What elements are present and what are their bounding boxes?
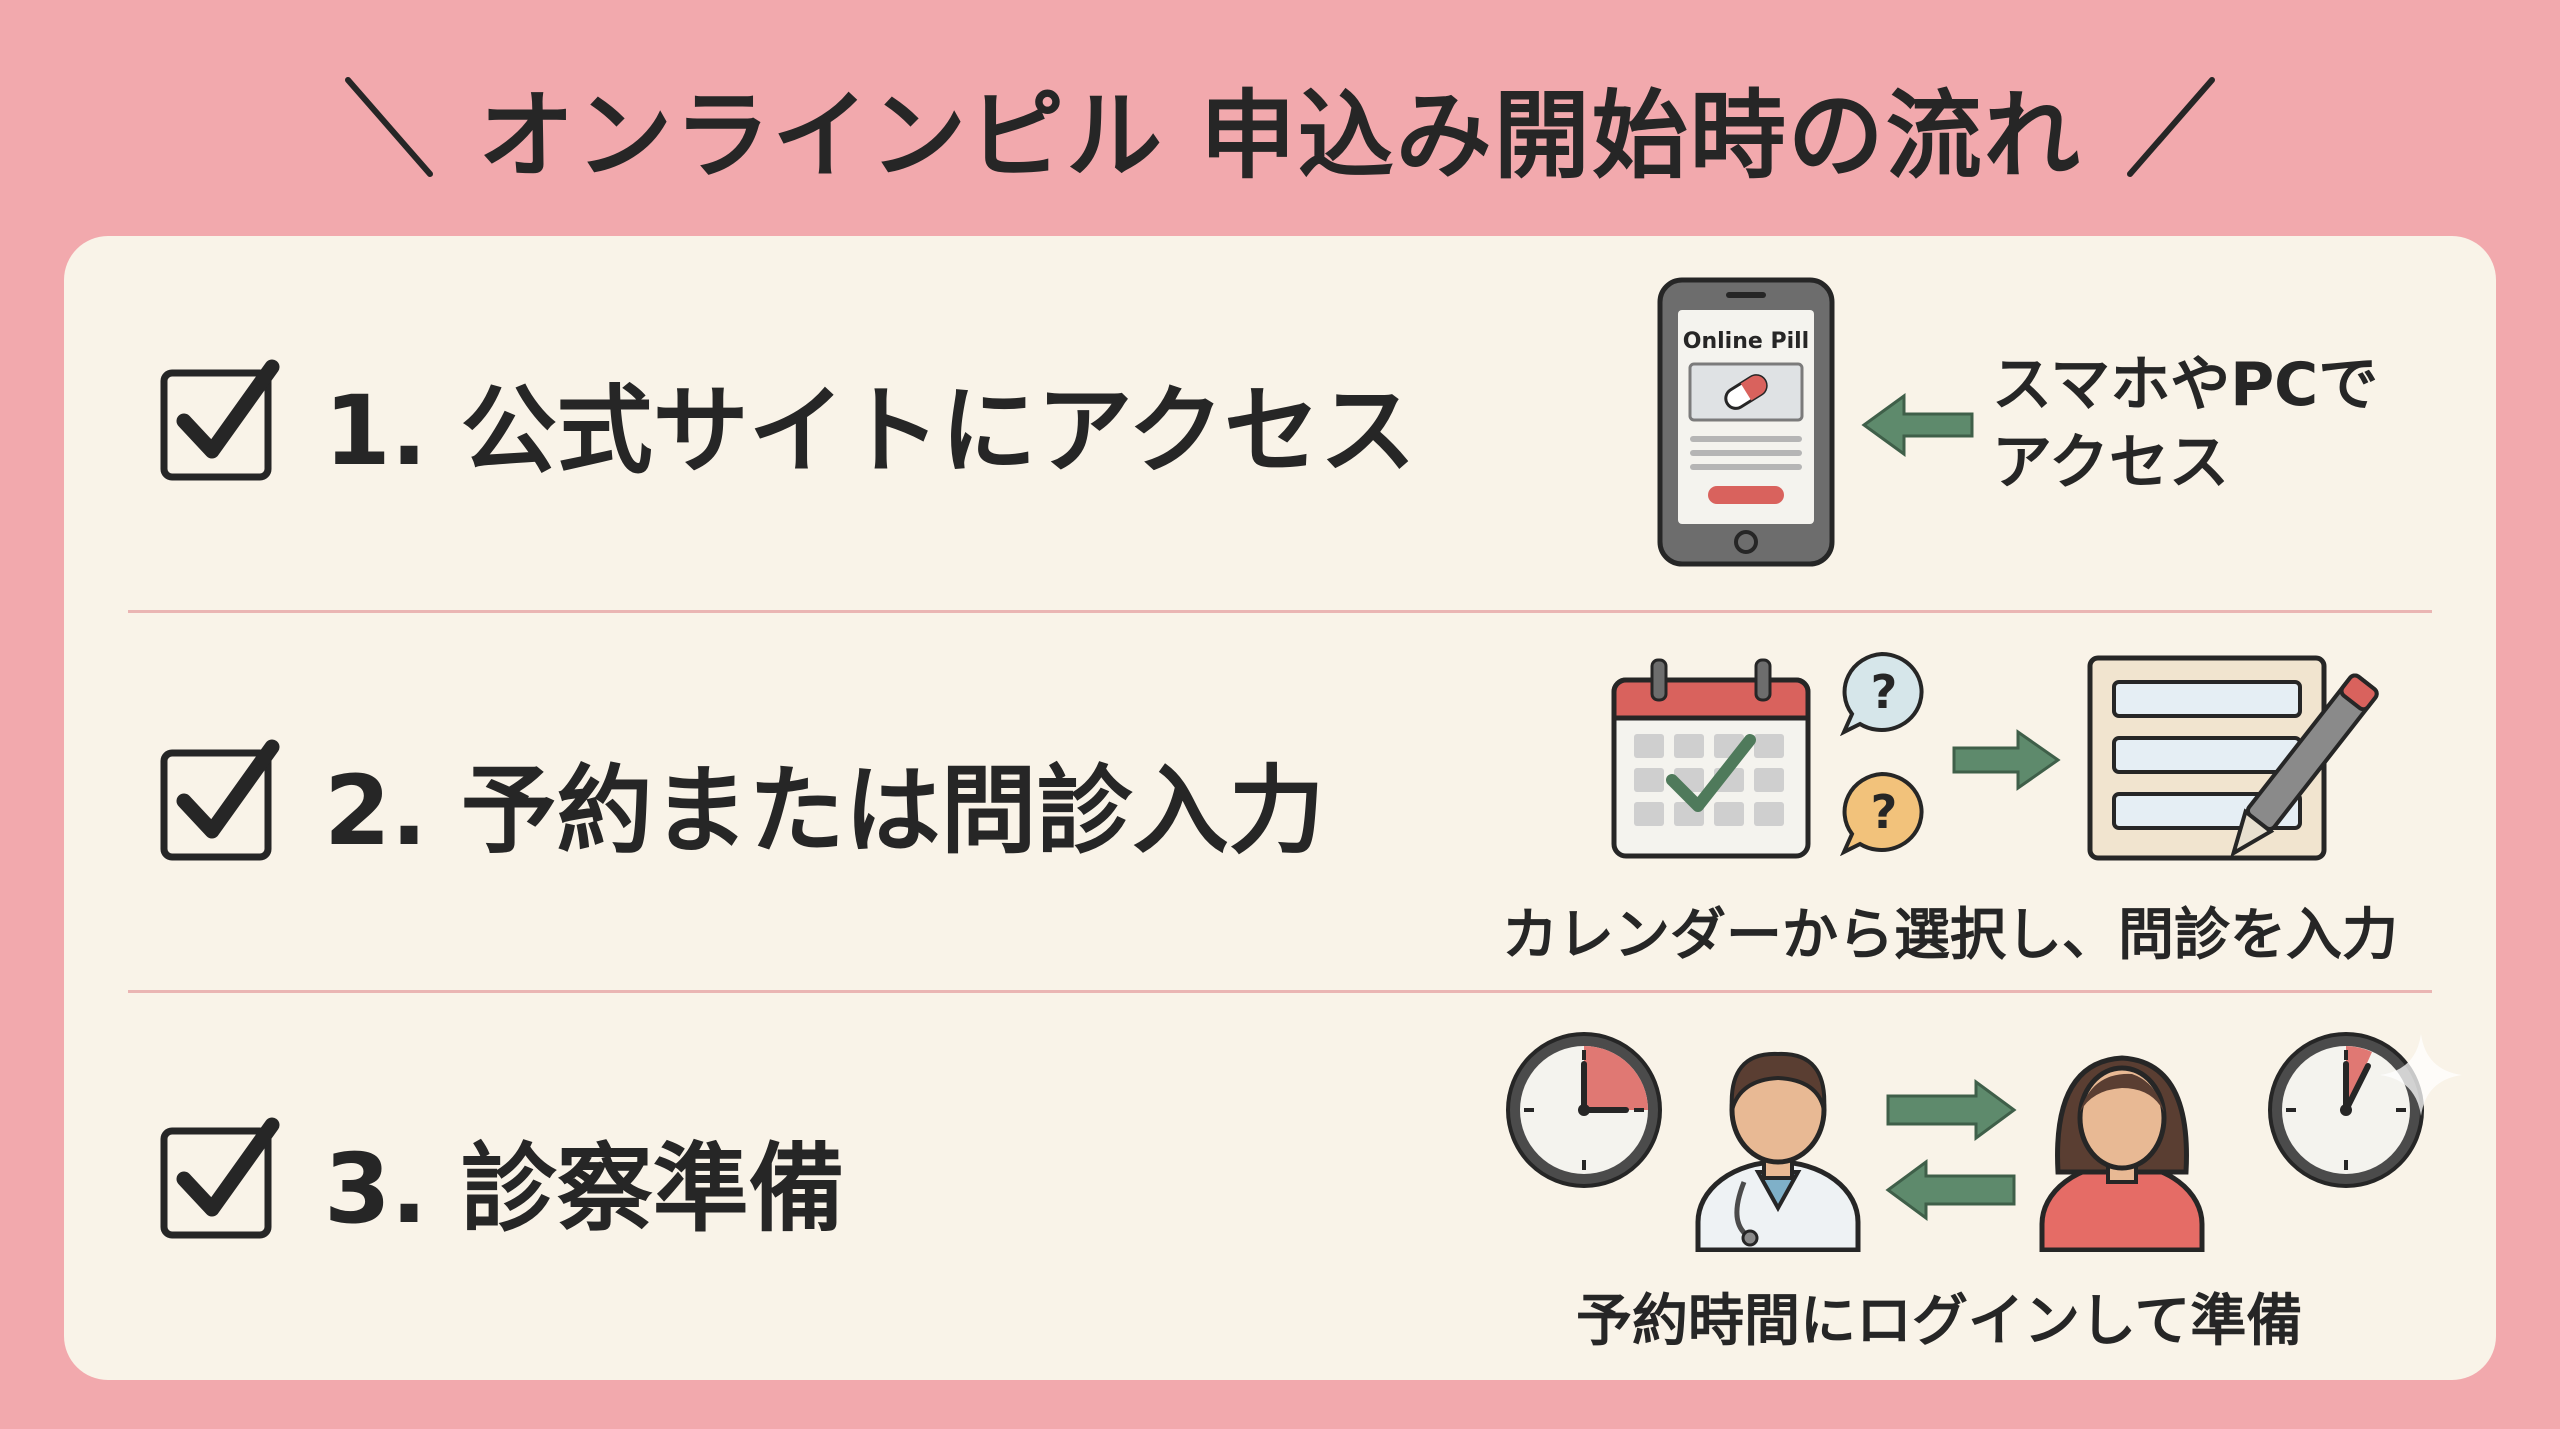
step-2-label: 2. 予約または問診入力 (324, 754, 1325, 867)
step-2: 2. 予約または問診入力 (154, 732, 1325, 872)
phone-screen-text: Online Pill (1683, 329, 1809, 354)
steps-card: 1. 公式サイトにアクセス Online Pill スマホやPCで アクセス 2… (64, 236, 2496, 1380)
step-3-caption: 予約時間にログインして準備 (1576, 1289, 2303, 1354)
two-way-arrows-icon (1885, 1079, 2017, 1221)
question-bubble-icon: ? (1840, 651, 1924, 736)
patient-icon (2039, 1055, 2205, 1252)
divider (128, 990, 2432, 993)
calendar-icon (1611, 658, 1811, 859)
clock-icon (1506, 1032, 1662, 1188)
page-title: オンラインピル 申込み開始時の流れ (478, 79, 2082, 192)
doctor-icon (1695, 1051, 1861, 1252)
arrow-left-icon (1861, 393, 1974, 457)
divider (128, 610, 2432, 613)
step-1-label: 1. 公式サイトにアクセス (324, 374, 1416, 487)
svg-text:?: ? (1871, 785, 1898, 839)
arrow-right-icon (1952, 729, 2061, 791)
right-slash-decoration (2126, 77, 2215, 177)
step-1-caption: スマホやPCで アクセス (1992, 350, 2379, 498)
svg-text:?: ? (1871, 665, 1898, 719)
form-pen-icon (2087, 655, 2379, 861)
checkbox-checked-icon (160, 1117, 280, 1239)
step-3-label: 3. 診察準備 (324, 1132, 845, 1245)
step-3: 3. 診察準備 (154, 1110, 845, 1250)
question-bubble-icon: ? (1840, 771, 1924, 856)
left-slash-decoration (345, 77, 434, 177)
step-2-caption: カレンダーから選択し、問診を入力 (1502, 903, 2398, 968)
checkbox-checked-icon (160, 739, 280, 861)
header: オンラインピル 申込み開始時の流れ (0, 52, 2560, 202)
sparkle-icon (2380, 1034, 2462, 1116)
clock-icon (2268, 1032, 2424, 1188)
step-1: 1. 公式サイトにアクセス (154, 352, 1416, 492)
checkbox-checked-icon (160, 359, 280, 481)
smartphone-icon: Online Pill (1657, 277, 1835, 567)
